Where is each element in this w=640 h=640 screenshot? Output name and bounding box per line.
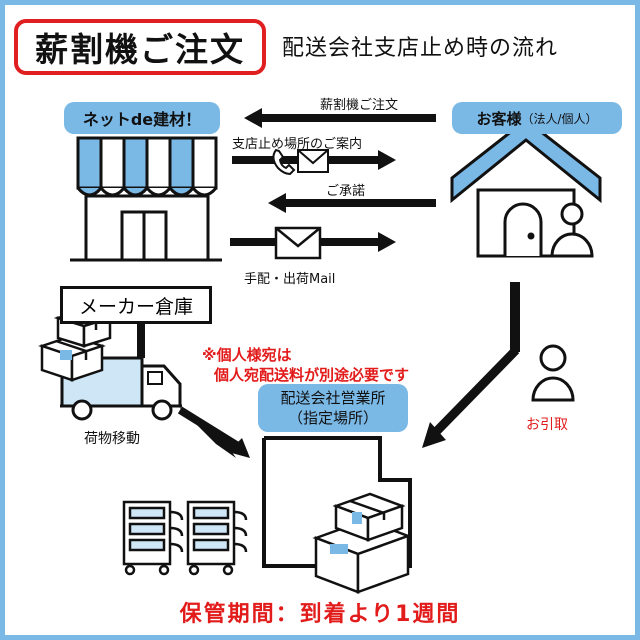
flow-order-label: 薪割機ご注文 — [320, 98, 399, 113]
depot-line1: 配送会社営業所 — [280, 389, 386, 407]
consent-arrow — [268, 193, 436, 213]
pickup-label: お引取 — [526, 417, 568, 433]
move-label: 荷物移動 — [84, 431, 140, 447]
to-depot-arrows — [177, 282, 520, 458]
flow-consent-label: ご承諾 — [326, 184, 366, 199]
envelope-icon — [274, 226, 322, 260]
cart-icon — [122, 500, 184, 576]
warehouse-label: メーカー倉庫 — [60, 286, 212, 324]
order-arrow — [244, 108, 436, 128]
box-tape — [60, 350, 72, 360]
storage-period: 保管期間：到着より1週間 — [179, 602, 461, 627]
customer-label-sub: （法人/個人） — [521, 111, 598, 126]
store-label: ネットde建材！ — [64, 102, 220, 134]
note-line1: ※個人様宛は — [202, 346, 292, 364]
cart-icon — [186, 500, 248, 576]
depot-line2: （指定場所） — [287, 409, 378, 427]
depot-building — [262, 436, 412, 568]
depot-label: 配送会社営業所 （指定場所） — [258, 384, 408, 432]
house-icon — [450, 118, 602, 258]
warehouse-connector — [137, 324, 145, 358]
box-icon — [312, 492, 412, 594]
flow-location-guide-label: 支店止め場所のご案内 — [232, 137, 363, 152]
phone-icon — [272, 148, 296, 176]
flow-ship-mail-label: 手配・出荷Mail — [244, 272, 336, 287]
person-icon — [531, 344, 575, 402]
customer-label-pill: お客様（法人/個人） — [452, 102, 622, 134]
envelope-icon — [297, 149, 329, 173]
page-subtitle: 配送会社支店止め時の流れ — [282, 36, 559, 61]
storefront-icon — [70, 136, 222, 262]
note-line2: 個人宛配送料が別途必要です — [214, 366, 410, 384]
customer-label: お客様 — [476, 109, 522, 128]
page-title: 薪割機ご注文 — [14, 19, 266, 75]
